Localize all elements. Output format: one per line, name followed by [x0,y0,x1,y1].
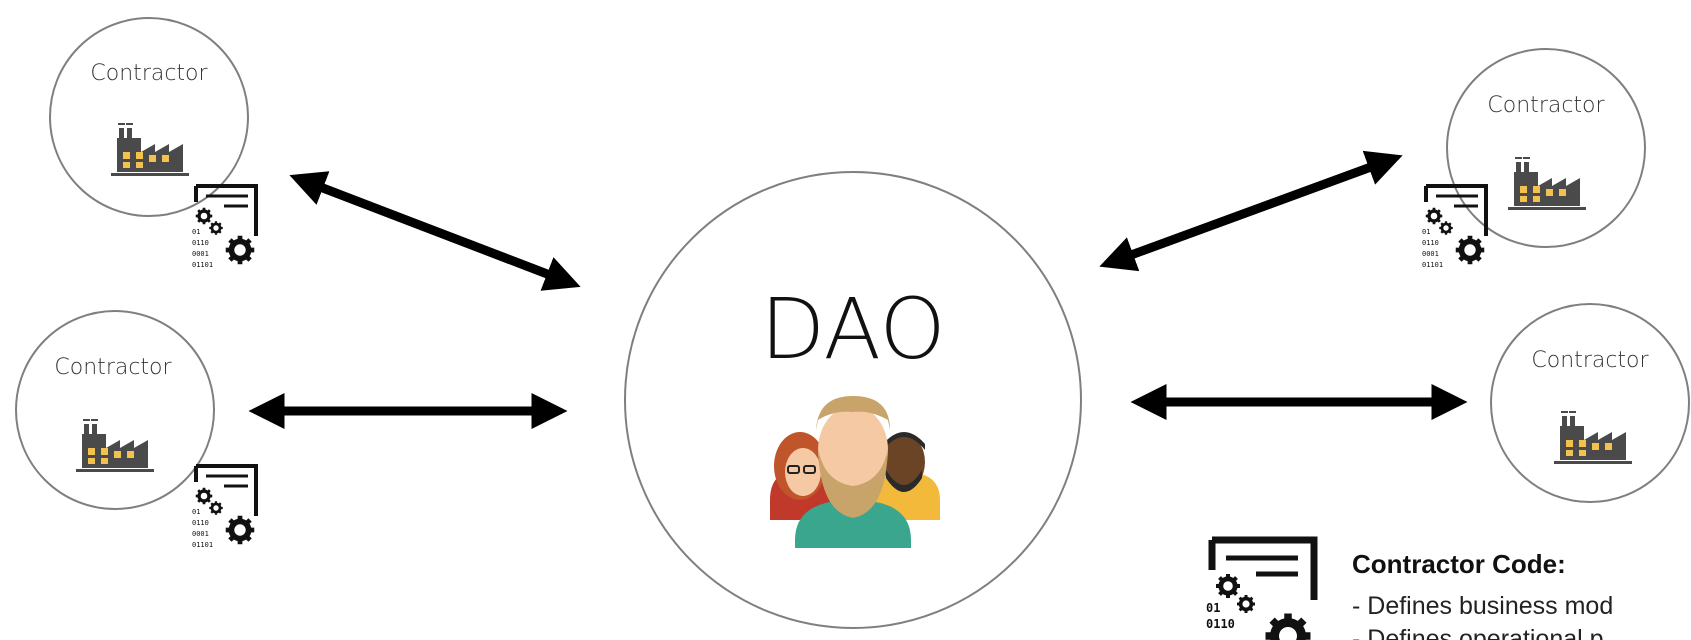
contractor-node-2: Contractor [15,310,256,549]
arrow-dao-contractor-3 [1099,150,1403,272]
factory-icon [1508,157,1586,210]
legend-code-icon: 01 0110 [1206,536,1318,640]
contract-code-icon [192,466,256,549]
people-group-icon [770,396,940,548]
contractor-label: Contractor [90,61,208,86]
legend-binary-1: 01 [1206,601,1220,615]
dao-circle [624,171,1082,629]
arrow-dao-contractor-1 [289,171,581,291]
contractor-circle [1446,48,1646,248]
contractor-circle [49,17,249,217]
contractor-label: Contractor [54,355,172,380]
factory-icon [76,419,154,472]
factory-icon [111,123,189,176]
contractor-label: Contractor [1531,348,1649,373]
legend-item-2: - Defines operational p [1352,625,1604,640]
contractor-node-3: Contractor [1422,48,1646,269]
legend-binary-2: 0110 [1206,617,1235,631]
legend-item-1: - Defines business mod [1352,592,1613,620]
contractor-label: Contractor [1487,93,1605,118]
legend: 01 0110 Contractor Code: - Defines busin… [1206,536,1613,640]
dao-label: DAO [760,280,945,378]
connector-arrows [248,150,1468,429]
contractor-node-4: Contractor [1490,303,1690,503]
legend-title: Contractor Code: [1352,549,1566,579]
contractor-circle [15,310,215,510]
contractor-node-1: Contractor [49,17,256,269]
dao-node: DAO [624,171,1082,629]
factory-icon [1554,411,1632,464]
contract-code-icon [1422,186,1486,269]
contractor-circle [1490,303,1690,503]
contract-code-icon [192,186,256,269]
